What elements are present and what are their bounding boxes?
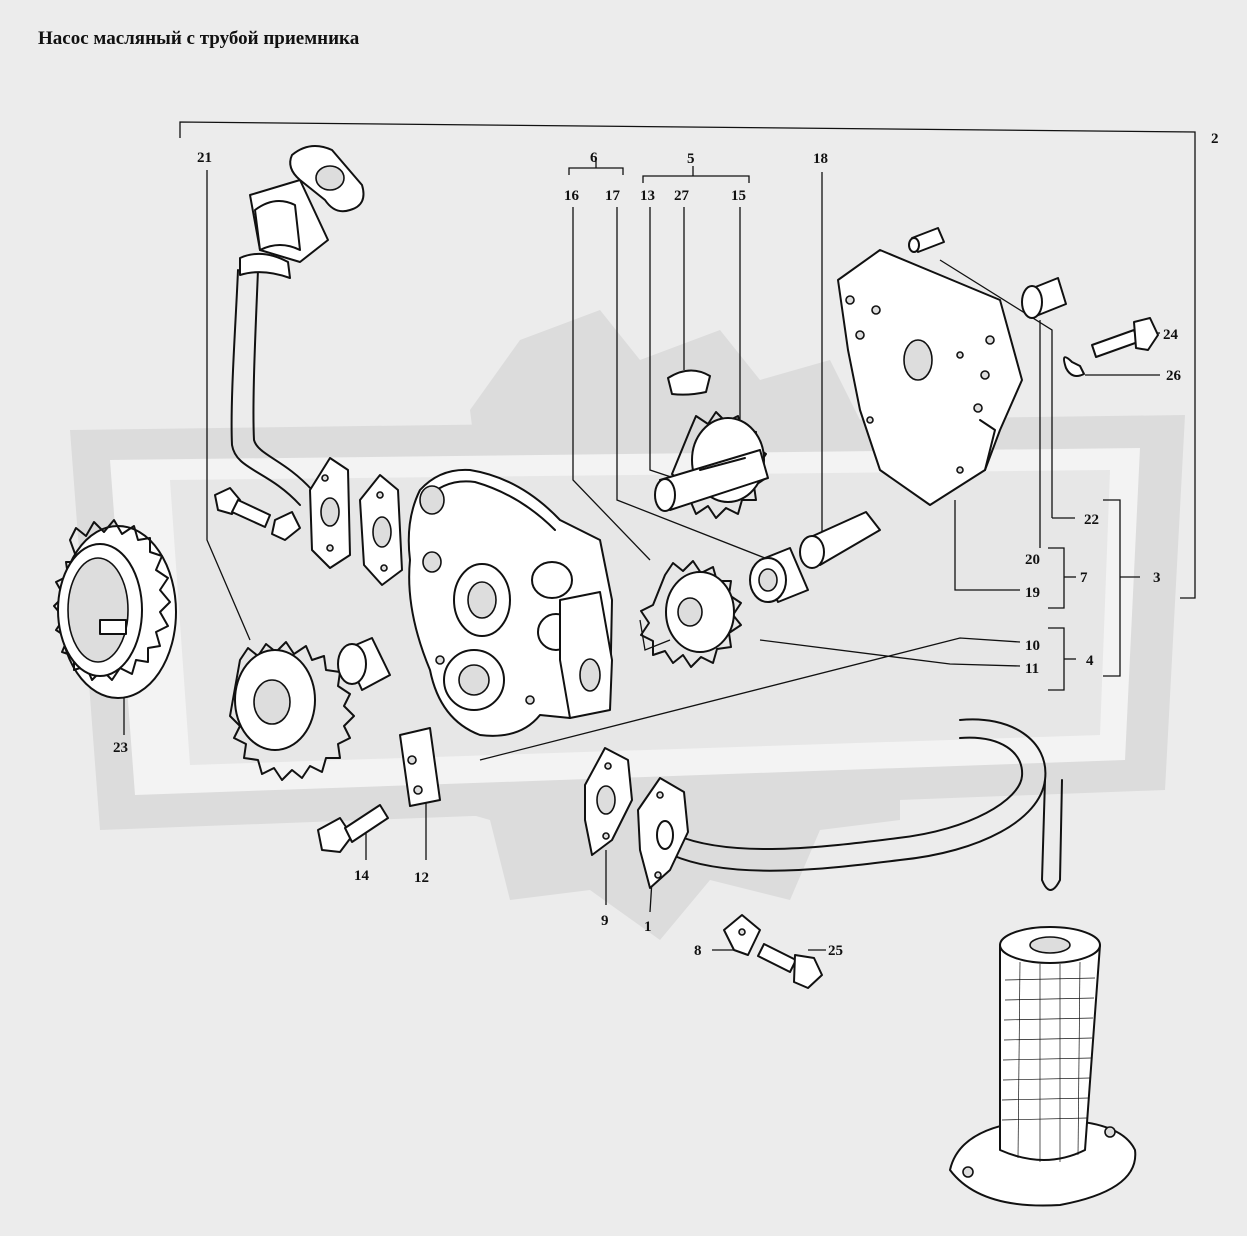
callout-26: 26: [1166, 368, 1182, 384]
cover-plate-22: [837, 227, 1023, 506]
lock-plate-8: [723, 914, 761, 956]
callout-12: 12: [414, 870, 429, 886]
callout-8: 8: [694, 943, 702, 959]
bolt-25: [757, 943, 823, 989]
bushing-small: [337, 637, 391, 691]
key-27: [667, 369, 711, 396]
pickup-tube-1: [637, 718, 1063, 891]
callout-14: 14: [354, 868, 370, 884]
gasket-9: [584, 747, 633, 856]
large-gear-23: [53, 519, 177, 699]
washer-26: [1063, 356, 1085, 377]
callout-15: 15: [731, 188, 746, 204]
bushing-20: [1021, 277, 1067, 319]
diagram-title: Насос масляный с трубой приемника: [38, 28, 360, 49]
callout-25: 25: [828, 943, 843, 959]
small-gear-21: [229, 641, 355, 781]
pin-18: [799, 511, 881, 569]
group-brackets: [179, 121, 1196, 691]
callout-labels: 2 21 6 5 18 16 17 13 27 15 24 26 22 20 7…: [113, 131, 1219, 959]
callout-27: 27: [674, 188, 690, 204]
callout-19: 19: [1025, 585, 1040, 601]
callout-17: 17: [605, 188, 621, 204]
bolt-left: [214, 487, 301, 541]
bolt-14: [317, 804, 389, 853]
callout-20: 20: [1025, 552, 1040, 568]
bolt-24: [1091, 317, 1159, 358]
callout-1: 1: [644, 919, 652, 935]
callout-21: 21: [197, 150, 212, 166]
drive-gear-15: [654, 411, 769, 519]
callout-5: 5: [687, 151, 695, 167]
callout-23: 23: [113, 740, 128, 756]
callout-24: 24: [1163, 327, 1179, 343]
callout-16: 16: [564, 188, 580, 204]
gasket-left: [309, 457, 351, 569]
callout-3: 3: [1153, 570, 1161, 586]
watermark-logo: [70, 310, 1185, 940]
callout-2: 2: [1211, 131, 1219, 147]
intake-tube-21: [230, 145, 365, 506]
callout-7: 7: [1080, 570, 1088, 586]
bushing-17: [749, 547, 809, 603]
gasket-right: [359, 474, 403, 586]
callout-9: 9: [601, 913, 609, 929]
callout-11: 11: [1025, 661, 1039, 677]
driven-gear-16: [640, 560, 742, 668]
plate-12: [399, 727, 441, 807]
callout-18: 18: [813, 151, 828, 167]
callout-10: 10: [1025, 638, 1040, 654]
callout-6: 6: [590, 150, 598, 166]
callout-22: 22: [1084, 512, 1099, 528]
callout-13: 13: [640, 188, 655, 204]
pump-body: [407, 468, 613, 737]
callout-4: 4: [1086, 653, 1094, 669]
oil-strainer: [949, 926, 1137, 1207]
